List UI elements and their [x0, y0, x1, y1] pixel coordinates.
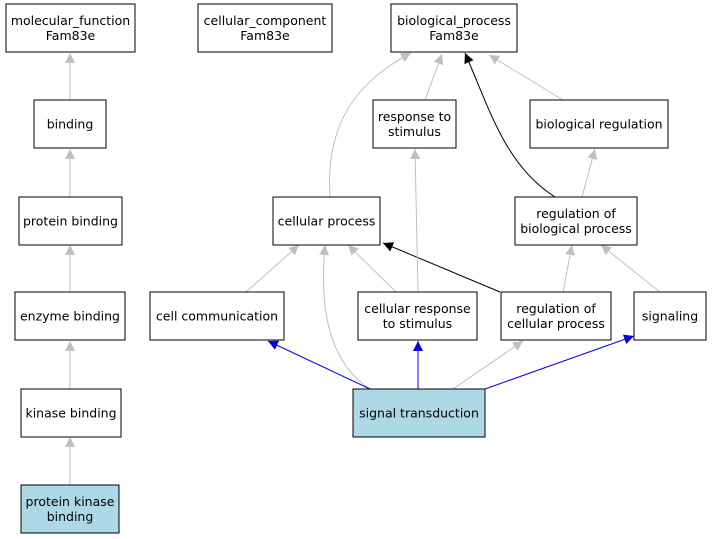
edge-regulation-of-biological-process-to-biological-regulation — [581, 148, 598, 198]
node-box[interactable] — [357, 291, 478, 341]
node-label-line: cell communication — [156, 309, 278, 324]
node-label-line: signaling — [642, 309, 698, 324]
edges-layer — [65, 52, 661, 485]
node-label-line: cellular_component — [204, 13, 327, 28]
node-biological-regulation[interactable]: biological regulation — [529, 99, 669, 149]
edge-response-to-stimulus-to-biological-process — [424, 53, 444, 101]
edge-arrow — [329, 52, 412, 198]
node-signaling[interactable]: signaling — [633, 291, 707, 341]
edge-arrow — [410, 148, 421, 293]
node-label-line: kinase binding — [25, 406, 116, 421]
node-box[interactable] — [18, 196, 123, 246]
edge-arrow — [562, 244, 576, 293]
edge-regulation-of-cellular-process-to-regulation-of-biological-process — [562, 244, 576, 293]
node-box[interactable] — [197, 3, 333, 53]
edge-arrow — [319, 244, 371, 390]
edge-signal-transduction-to-regulation-of-cellular-process — [452, 340, 524, 390]
edge-regulation-of-cellular-process-to-cellular-process — [382, 242, 501, 293]
edge-biological-regulation-to-biological-process — [488, 54, 564, 101]
node-label-line: regulation of — [516, 301, 596, 316]
node-protein-binding[interactable]: protein binding — [18, 196, 123, 246]
node-cell-communication[interactable]: cell communication — [149, 291, 285, 341]
edge-arrow — [347, 244, 397, 293]
node-label-line: cellular process — [507, 316, 605, 331]
edge-cell-communication-to-cellular-process — [245, 244, 300, 293]
node-kinase-binding[interactable]: kinase binding — [20, 388, 122, 438]
node-label-line: biological process — [520, 221, 632, 236]
node-label-line: signal transduction — [359, 406, 479, 421]
node-label-line: enzyme binding — [20, 309, 120, 324]
node-label-line: to stimulus — [383, 316, 452, 331]
node-cellular-process[interactable]: cellular process — [272, 196, 381, 246]
edge-signal-transduction-to-cell-communication — [267, 340, 371, 390]
edge-arrow — [452, 340, 524, 390]
edge-arrow — [464, 52, 556, 198]
node-label-line: regulation of — [536, 206, 616, 221]
edge-arrow — [382, 242, 501, 293]
node-label-line: cellular response — [364, 301, 471, 316]
node-label-line: protein kinase — [26, 494, 115, 509]
nodes-layer: molecular_functionFam83ecellular_compone… — [5, 3, 707, 534]
node-box[interactable] — [5, 3, 136, 53]
edge-arrow — [245, 244, 300, 293]
node-box[interactable] — [633, 291, 707, 341]
node-label-line: cellular process — [278, 214, 376, 229]
edge-cellular-response-to-stimulus-to-cellular-process — [347, 244, 397, 293]
node-binding[interactable]: binding — [33, 99, 107, 149]
node-box[interactable] — [272, 196, 381, 246]
node-box[interactable] — [33, 99, 107, 149]
edge-cellular-response-to-stimulus-to-response-to-stimulus — [410, 148, 421, 293]
edge-arrow — [581, 148, 598, 198]
node-box[interactable] — [372, 99, 457, 149]
node-signal-transduction[interactable]: signal transduction — [352, 388, 486, 438]
edge-signal-transduction-to-signaling — [484, 334, 635, 390]
node-label-line: Fam83e — [46, 28, 96, 43]
node-box[interactable] — [529, 99, 669, 149]
node-label-line: biological_process — [397, 13, 511, 28]
node-label-line: binding — [47, 117, 94, 132]
node-label-line: Fam83e — [240, 28, 290, 43]
node-label-line: biological regulation — [535, 117, 662, 132]
edge-arrow — [267, 340, 371, 390]
node-box[interactable] — [390, 3, 518, 53]
edge-regulation-of-biological-process-to-biological-process — [464, 52, 556, 198]
edge-cellular-process-to-biological-process — [329, 52, 412, 198]
edge-signaling-to-regulation-of-biological-process — [600, 244, 661, 293]
node-box[interactable] — [20, 484, 120, 534]
node-box[interactable] — [500, 291, 612, 341]
edge-arrow — [484, 334, 635, 390]
edge-signal-transduction-to-cellular-process — [319, 244, 371, 390]
node-label-line: molecular_function — [11, 13, 130, 28]
edge-arrow — [488, 54, 564, 101]
node-box[interactable] — [352, 388, 486, 438]
node-box[interactable] — [514, 196, 638, 246]
node-label-line: response to — [378, 109, 451, 124]
node-box[interactable] — [14, 291, 126, 341]
edge-arrow — [424, 53, 444, 101]
node-enzyme-binding[interactable]: enzyme binding — [14, 291, 126, 341]
node-label-line: stimulus — [388, 124, 441, 139]
node-label-line: Fam83e — [429, 28, 479, 43]
node-label-line: protein binding — [23, 214, 118, 229]
node-box[interactable] — [149, 291, 285, 341]
node-label-line: binding — [47, 509, 94, 524]
edge-arrow — [600, 244, 661, 293]
node-box[interactable] — [20, 388, 122, 438]
